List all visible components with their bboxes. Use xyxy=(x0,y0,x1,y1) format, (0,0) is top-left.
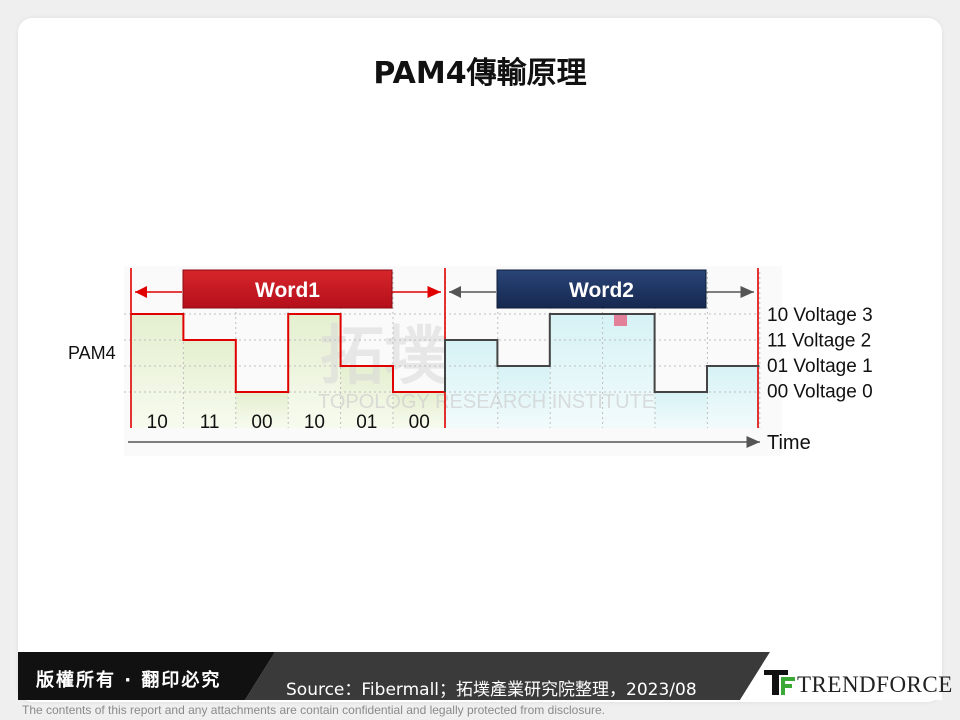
footer-brand-band xyxy=(746,636,942,700)
disclaimer-text: The contents of this report and any atta… xyxy=(22,703,605,717)
footer-source-band xyxy=(245,652,770,700)
word2-label: Word2 xyxy=(569,279,634,302)
trendforce-logo-icon xyxy=(764,670,795,695)
pam4-label: PAM4 xyxy=(68,343,116,363)
word1-fill-segment xyxy=(235,392,289,428)
brand-name: TRENDFORCE xyxy=(797,672,953,697)
pink-marker xyxy=(614,314,627,326)
symbol-label: 01 xyxy=(356,412,377,433)
voltage-level-label: 11 Voltage 2 xyxy=(767,331,871,352)
footer-copyright-band xyxy=(18,652,275,700)
level-labels: 10 Voltage 3 11 Voltage 2 01 Voltage 1 00 V… xyxy=(767,305,873,403)
word1-box xyxy=(182,269,393,309)
word2-waveform xyxy=(444,313,760,393)
symbol-label: 00 xyxy=(251,412,272,433)
symbol-label: 10 xyxy=(147,412,168,433)
word2-fill-segment xyxy=(654,392,707,428)
signal-fill-areas xyxy=(131,314,760,428)
word1-fill-segment xyxy=(393,392,446,428)
source-text: Source：Fibermall；拓墣產業研究院整理，2023/08 xyxy=(286,680,697,700)
word1-fill-segment xyxy=(288,314,341,428)
word2-fill-segment xyxy=(602,314,655,428)
word1-fill-segment xyxy=(131,314,184,428)
symbol-label: 10 xyxy=(304,412,325,433)
word1-fill-segment xyxy=(183,340,236,428)
word1-waveform xyxy=(131,313,446,393)
word1-fill-segment xyxy=(340,366,393,428)
voltage-level-label: 01 Voltage 1 xyxy=(767,356,873,377)
slide-title: PAM4傳輸原理 xyxy=(373,56,587,91)
word2-fill-segment xyxy=(549,314,603,428)
symbol-labels: 10 11 00 10 01 00 xyxy=(147,412,430,433)
word2-fill-segment xyxy=(497,366,550,428)
word2-box xyxy=(496,269,707,309)
symbol-label: 00 xyxy=(409,412,430,433)
symbol-label: 11 xyxy=(200,412,220,433)
voltage-level-label: 00 Voltage 0 xyxy=(767,382,873,403)
watermark-main: 拓墣 xyxy=(320,320,448,394)
voltage-level-label: 10 Voltage 3 xyxy=(767,305,873,326)
word2-fill-segment xyxy=(445,340,498,428)
word2-fill-segment xyxy=(707,366,760,428)
time-axis-label: Time xyxy=(767,432,811,454)
watermark-sub: TOPOLOGY RESEARCH INSTITUTE xyxy=(318,391,655,413)
copyright-text: 版權所有 · 翻印必究 xyxy=(36,670,222,691)
word1-label: Word1 xyxy=(255,279,320,302)
